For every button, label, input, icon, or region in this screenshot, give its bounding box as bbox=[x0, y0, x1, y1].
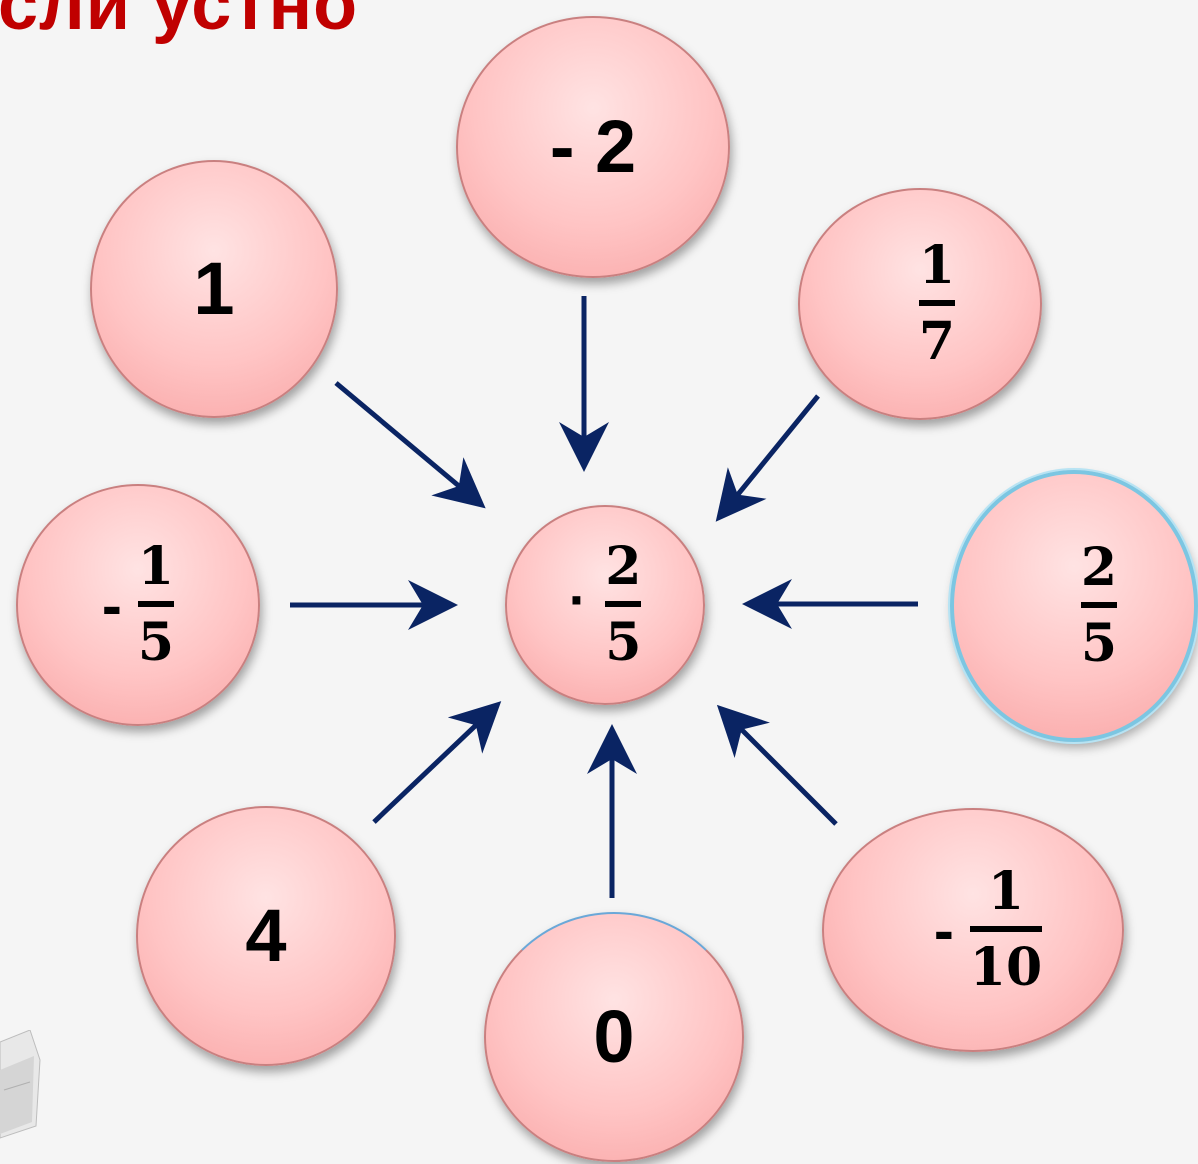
node-label: 0 bbox=[593, 995, 635, 1078]
node-one[interactable]: 1 bbox=[90, 160, 338, 418]
center-denominator: 5 bbox=[605, 612, 642, 673]
center-circle: · 2 5 bbox=[505, 505, 705, 705]
node-fraction: 1 10 bbox=[969, 861, 1043, 998]
center-numerator: 2 bbox=[605, 536, 642, 597]
node-sign: - bbox=[101, 571, 122, 639]
node-minus-one-tenth[interactable]: - 1 10 bbox=[822, 808, 1124, 1052]
node-fraction: 2 5 bbox=[1080, 537, 1118, 674]
node-sign: - bbox=[933, 896, 954, 964]
node-label: 1 bbox=[193, 247, 235, 330]
center-fraction: 2 5 bbox=[605, 536, 642, 673]
node-fraction: 1 7 bbox=[918, 235, 956, 372]
fraction-bar bbox=[969, 926, 1043, 932]
node-numerator: 1 bbox=[987, 861, 1025, 922]
node-two-fifths[interactable]: 2 5 bbox=[950, 470, 1198, 742]
node-fraction: 1 5 bbox=[137, 536, 175, 673]
node-minus-two[interactable]: - 2 bbox=[456, 16, 730, 278]
arrow-icon bbox=[715, 394, 820, 522]
arrow-icon bbox=[716, 704, 838, 826]
fraction-bar bbox=[1080, 602, 1118, 608]
node-label: 4 bbox=[245, 894, 287, 977]
node-label: - 2 bbox=[549, 105, 637, 188]
node-four[interactable]: 4 bbox=[136, 806, 396, 1066]
fraction-bar bbox=[918, 300, 956, 306]
node-denominator: 5 bbox=[1080, 613, 1118, 674]
node-zero[interactable]: 0 bbox=[484, 912, 744, 1162]
arrow-icon bbox=[372, 701, 502, 824]
node-numerator: 1 bbox=[137, 536, 175, 597]
node-minus-one-fifth[interactable]: - 1 5 bbox=[16, 484, 260, 726]
fraction-bar bbox=[137, 601, 175, 607]
node-denominator: 7 bbox=[918, 311, 956, 372]
paper-icon bbox=[0, 1030, 41, 1139]
node-denominator: 5 bbox=[137, 612, 175, 673]
node-numerator: 2 bbox=[1080, 537, 1118, 598]
node-numerator: 1 bbox=[918, 235, 956, 296]
multiply-dot: · bbox=[568, 567, 588, 631]
node-denominator: 10 bbox=[969, 937, 1043, 998]
page-title: сли устно bbox=[0, 0, 359, 45]
arrow-icon bbox=[334, 381, 486, 509]
fraction-bar bbox=[605, 601, 642, 607]
node-one-seventh[interactable]: 1 7 bbox=[798, 188, 1042, 420]
